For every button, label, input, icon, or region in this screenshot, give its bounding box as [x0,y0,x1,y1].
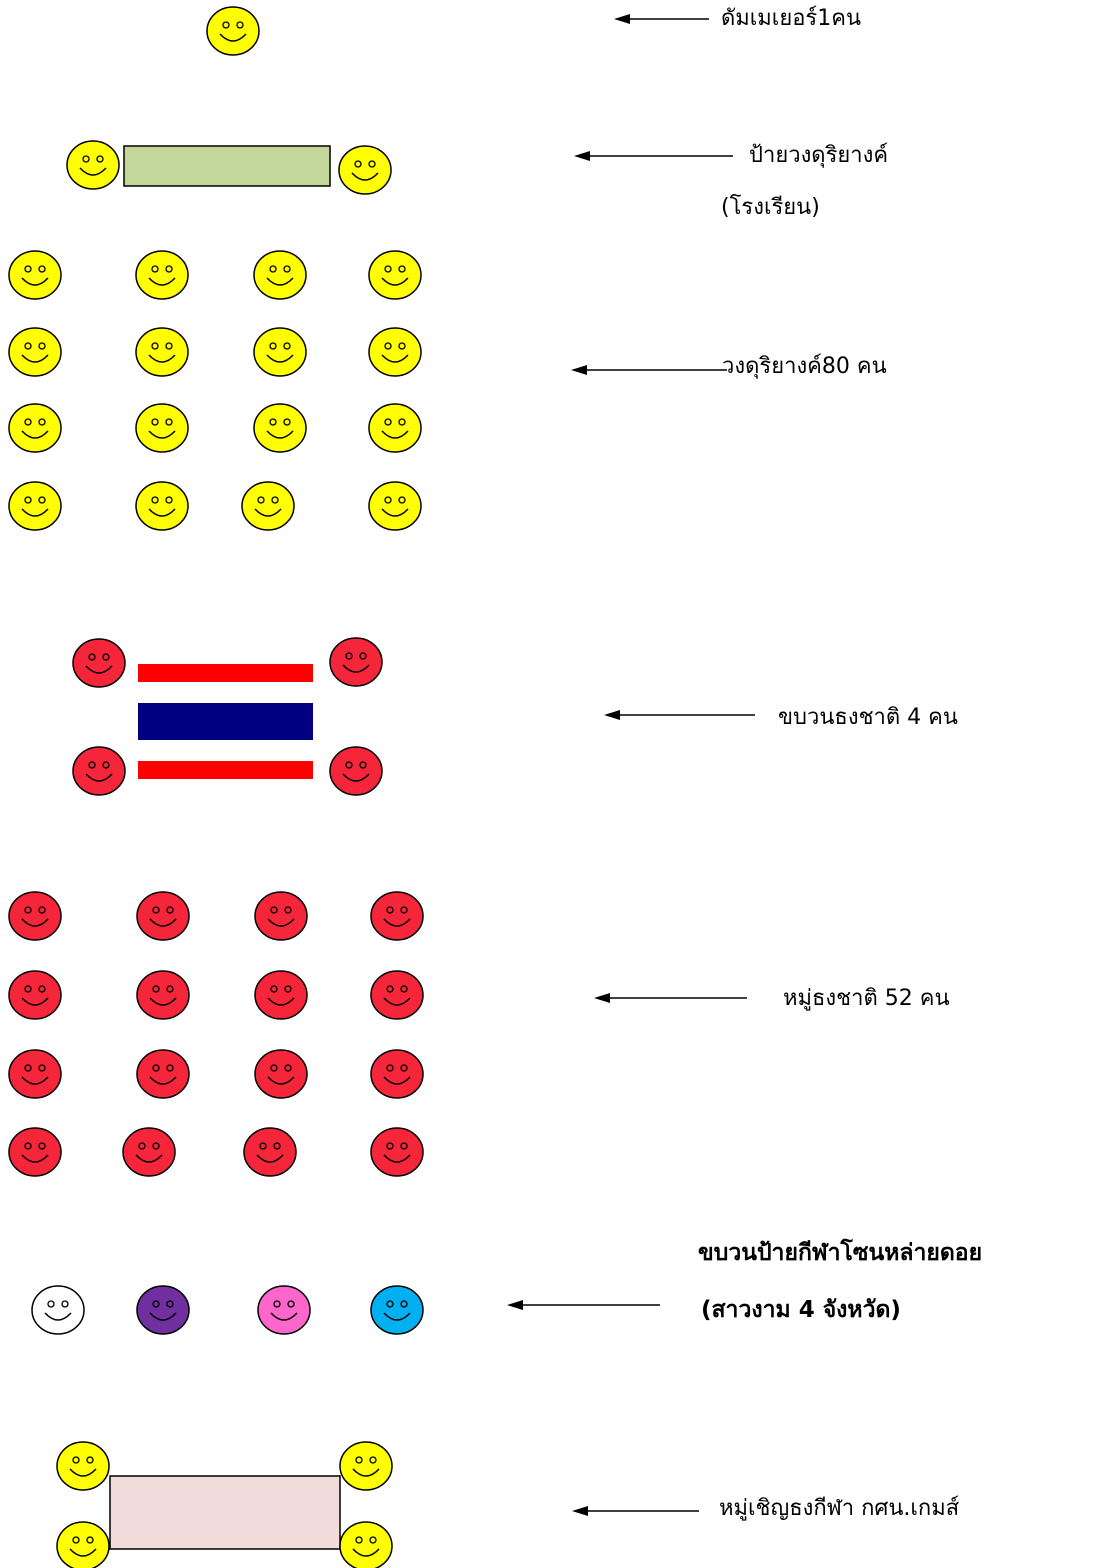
smiley-face-icon [241,481,295,531]
smiley-face-icon [370,1127,424,1177]
left-arrow-icon [614,14,709,24]
smiley-face-icon [8,1049,62,1099]
smiley-face-icon [329,746,383,796]
label-drum-major: ดัมเมเยอร์1คน [721,6,862,31]
smiley-face-icon [370,891,424,941]
label-zone-sign-line1: ขบวนป้ายกีฬาโซนหล่ายดอย [698,1240,983,1266]
left-arrow-icon [594,993,747,1003]
smiley-face-icon [253,403,307,453]
smiley-face-icon [136,1049,190,1099]
smiley-face-icon [370,970,424,1020]
smiley-face-icon [135,403,189,453]
smiley-face-icon [253,327,307,377]
band-sign-board [123,145,331,187]
smiley-face-icon [339,1521,393,1568]
left-arrow-icon [572,1506,699,1516]
smiley-face-icon [8,891,62,941]
smiley-face-icon [56,1441,110,1491]
smiley-face-icon [66,140,120,190]
left-arrow-icon [574,151,733,161]
smiley-face-icon [254,891,308,941]
smiley-face-icon [368,481,422,531]
smiley-face-icon [135,250,189,300]
games-flag-board [109,1475,341,1550]
label-flag-bearers: ขบวนธงชาติ 4 คน [778,705,958,730]
label-band-sign-line1: ป้ายวงดุริยางค์ [749,143,889,168]
flag-stripe-blue [138,703,313,740]
smiley-face-icon [338,145,392,195]
flag-stripe-red-bottom [138,761,313,779]
smiley-face-icon [122,1127,176,1177]
smiley-face-icon [368,327,422,377]
drum-major-face-icon [206,6,260,56]
left-arrow-icon [604,710,755,720]
smiley-face-icon [253,250,307,300]
label-zone-sign-line2: (สาวงาม 4 จังหวัด) [701,1297,901,1323]
smiley-face-icon [56,1521,110,1568]
left-arrow-icon [507,1300,660,1310]
left-arrow-icon [571,365,727,375]
smiley-face-icon [8,403,62,453]
smiley-face-icon [8,970,62,1020]
smiley-face-icon [254,1049,308,1099]
smiley-face-icon [136,891,190,941]
smiley-face-icon [72,746,126,796]
smiley-face-icon [254,970,308,1020]
smiley-face-icon [370,1285,424,1335]
smiley-face-icon [31,1285,85,1335]
smiley-face-icon [370,1049,424,1099]
smiley-face-icon [329,637,383,687]
label-band: วงดุริยางค์80 คน [722,354,887,379]
label-flag-group: หมู่ธงชาติ 52 คน [783,986,950,1011]
smiley-face-icon [339,1441,393,1491]
label-games-flag: หมู่เชิญธงกีฬา กศน.เกมส์ [719,1496,960,1521]
smiley-face-icon [8,250,62,300]
smiley-face-icon [135,481,189,531]
smiley-face-icon [136,1285,190,1335]
smiley-face-icon [368,250,422,300]
flag-stripe-red-top [138,664,313,682]
smiley-face-icon [257,1285,311,1335]
smiley-face-icon [135,327,189,377]
smiley-face-icon [72,638,126,688]
smiley-face-icon [368,403,422,453]
smiley-face-icon [8,327,62,377]
label-band-sign-line2: (โรงเรียน) [721,195,820,220]
smiley-face-icon [136,970,190,1020]
smiley-face-icon [8,481,62,531]
smiley-face-icon [243,1127,297,1177]
smiley-face-icon [8,1127,62,1177]
